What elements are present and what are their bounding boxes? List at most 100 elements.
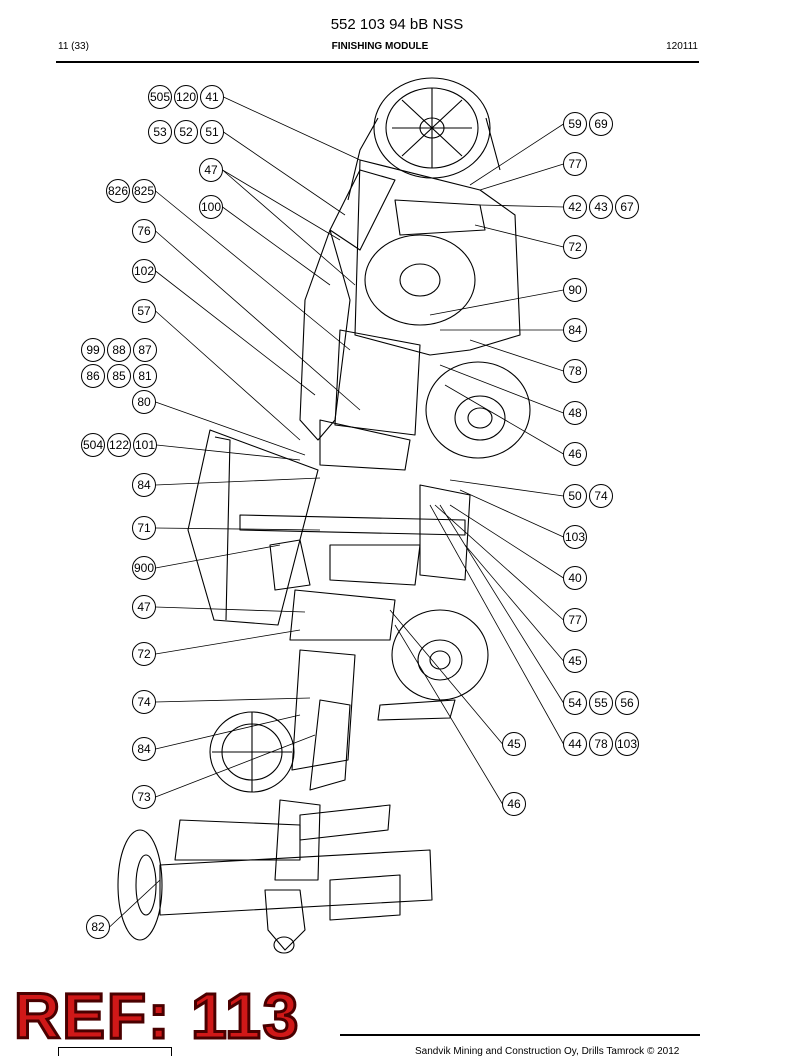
callout-label: 86 [86, 369, 100, 383]
callout-circle [502, 732, 526, 756]
callout-label: 72 [137, 647, 151, 661]
callout-circle [200, 85, 224, 109]
leader-line [434, 504, 564, 621]
callout-circle [132, 690, 156, 714]
leader-line [155, 477, 321, 486]
callout-57: 57 [132, 299, 156, 323]
leader-line [155, 310, 301, 441]
callout-circle [132, 737, 156, 761]
callout-circle [132, 556, 156, 580]
header-rule [56, 61, 699, 63]
leader-line [479, 204, 564, 208]
callout-circle [563, 484, 587, 508]
leader-line [155, 270, 316, 396]
leader-line [464, 544, 564, 662]
callout-label: 84 [137, 478, 151, 492]
callout-label: 78 [568, 364, 582, 378]
callout-label: 40 [568, 571, 582, 585]
callout-label: 57 [137, 304, 151, 318]
callout-circle [132, 516, 156, 540]
callout-label: 77 [568, 613, 582, 627]
callout-circle [200, 120, 224, 144]
callout-label: 84 [568, 323, 582, 337]
leader-line [469, 339, 564, 372]
callout-circle [563, 401, 587, 425]
leader-line [155, 401, 306, 456]
callout-circle [563, 359, 587, 383]
callout-label: 77 [568, 157, 582, 171]
callout-label: 826 [108, 184, 128, 198]
callout-label: 81 [138, 369, 152, 383]
callout-circle [86, 915, 110, 939]
callout-circle [132, 785, 156, 809]
callout-circle [563, 691, 587, 715]
callout-label: 122 [109, 438, 129, 452]
callout-circle [589, 732, 613, 756]
leader-line [223, 131, 346, 216]
callout-label: 73 [137, 790, 151, 804]
callout-circle [107, 364, 131, 388]
leader-line [389, 609, 503, 745]
leader-line [109, 879, 161, 928]
callout-circle [589, 195, 613, 219]
callout-label: 69 [594, 117, 608, 131]
callout-82: 82 [86, 915, 110, 939]
callout-circle [615, 195, 639, 219]
callout-circle [615, 732, 639, 756]
callout-46: 46 [502, 792, 526, 816]
callout-label: 46 [568, 447, 582, 461]
callout-47: 47 [132, 595, 156, 619]
callout-84: 84 [563, 318, 587, 342]
callout-48: 48 [563, 401, 587, 425]
callout-label: 43 [594, 200, 608, 214]
callout-label: 103 [565, 530, 585, 544]
leader-line [155, 714, 301, 750]
callout-circle [132, 179, 156, 203]
leader-line [223, 96, 361, 161]
document-code: 552 103 94 bB NSS [330, 16, 464, 33]
callout-circle [132, 642, 156, 666]
callout-circle [174, 85, 198, 109]
callout-circle [615, 691, 639, 715]
callout-label: 504 [83, 438, 103, 452]
callout-circle [81, 364, 105, 388]
callout-label: 78 [594, 737, 608, 751]
leader-line [459, 489, 564, 538]
callout-46: 46 [563, 442, 587, 466]
callout-label: 47 [137, 600, 151, 614]
callout-label: 100 [201, 200, 221, 214]
leader-line [449, 504, 564, 579]
callout-label: 505 [150, 90, 170, 104]
document-date: 120111 [666, 41, 698, 52]
footer-rule [340, 1034, 700, 1036]
callout-label: 54 [568, 696, 582, 710]
callout-76: 76 [132, 219, 156, 243]
callout-circle [563, 442, 587, 466]
callout-100: 100 [199, 195, 223, 219]
callout-circle [589, 691, 613, 715]
callout-circle [563, 152, 587, 176]
callout-circle [502, 792, 526, 816]
callout-label: 88 [112, 343, 126, 357]
copyright-footer: Sandvik Mining and Construction Oy, Dril… [415, 1046, 680, 1057]
leader-line [222, 169, 356, 286]
callout-77: 77 [563, 152, 587, 176]
callout-circle [81, 433, 105, 457]
callout-circle [589, 112, 613, 136]
callout-label: 56 [620, 696, 634, 710]
leader-line [155, 230, 361, 411]
callout-circle [81, 338, 105, 362]
leader-lines [109, 96, 564, 928]
callout-circle [563, 649, 587, 673]
callout-84: 84 [132, 737, 156, 761]
callout-78: 78 [563, 359, 587, 383]
leader-line [439, 504, 564, 704]
callout-label: 76 [137, 224, 151, 238]
leader-line [155, 734, 316, 798]
callout-circle [107, 338, 131, 362]
callout-circle [563, 318, 587, 342]
callout-label: 44 [568, 737, 582, 751]
callout-84: 84 [132, 473, 156, 497]
